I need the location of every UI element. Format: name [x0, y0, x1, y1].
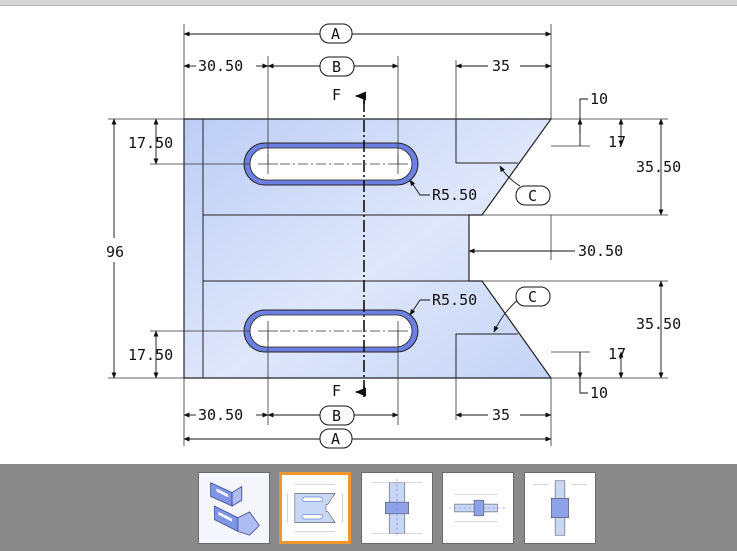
dimension-lines: [111, 31, 664, 442]
dim-10-top: 10: [590, 90, 608, 108]
extension-lines: [108, 24, 668, 446]
dim-35-top: 35: [492, 57, 510, 75]
top-view-icon: [282, 475, 348, 541]
thumbnail-top-view[interactable]: [279, 472, 351, 544]
dim-label-a-top: A: [331, 25, 340, 43]
section-label-f-bottom: F: [332, 382, 341, 400]
thumbnail-front-view[interactable]: [361, 472, 433, 544]
lower-pocket-edge: [455, 333, 518, 378]
upper-pocket-edge: [455, 119, 518, 164]
drawing-viewer: F F: [0, 6, 737, 464]
dim-96: 96: [106, 243, 124, 261]
dim-30-50-bottom: 30.50: [198, 406, 243, 424]
dimension-balloons: [319, 23, 551, 449]
end-view-icon: [525, 473, 595, 543]
dim-r5-50-top: R5.50: [432, 186, 477, 204]
dim-10-bottom: 10: [590, 384, 608, 402]
technical-drawing: F F: [106, 23, 681, 449]
dim-17-bottom: 17: [608, 345, 626, 363]
section-line-f: [354, 91, 367, 397]
thumbnail-side-view[interactable]: [442, 472, 514, 544]
dim-label-a-bottom: A: [331, 430, 340, 448]
dim-35-50-top: 35.50: [636, 158, 681, 176]
chamfer-label-c-bottom: C: [528, 288, 537, 306]
front-view-icon: [362, 473, 432, 543]
isometric-view-icon: [199, 473, 269, 543]
thumbnail-strip: [0, 464, 737, 551]
dim-30-50-right: 30.50: [578, 242, 623, 260]
dim-17-50-bottom: 17.50: [128, 346, 173, 364]
section-label-f-top: F: [332, 86, 341, 104]
dim-30-50-top: 30.50: [198, 57, 243, 75]
dim-label-b-top: B: [332, 58, 341, 76]
thumbnail-isometric-view[interactable]: [198, 472, 270, 544]
dim-35-bottom: 35: [492, 406, 510, 424]
top-toolbar: [0, 0, 737, 6]
thumbnail-end-view[interactable]: [524, 472, 596, 544]
dim-35-50-bottom: 35.50: [636, 315, 681, 333]
dim-label-b-bottom: B: [332, 407, 341, 425]
side-view-icon: [443, 473, 513, 543]
dim-r5-50-bottom: R5.50: [432, 291, 477, 309]
dim-17-50-top: 17.50: [128, 134, 173, 152]
dim-17-top: 17: [608, 133, 626, 151]
chamfer-label-c-top: C: [528, 187, 537, 205]
